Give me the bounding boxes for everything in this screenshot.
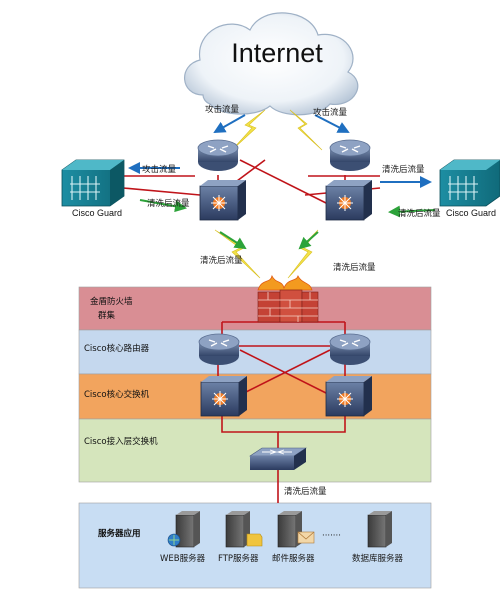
server-db [367,511,392,548]
guard-right-label: Cisco Guard [446,208,496,218]
server-ftp-label: FTP服务器 [218,553,259,564]
cloud-title: Internet [231,38,323,68]
core-switch-right [325,376,372,417]
band-access-switch-label: Cisco接入层交换机 [84,436,158,447]
servers-ellipsis: ······· [322,531,341,541]
server-web [167,511,200,548]
server-db-label: 数据库服务器 [352,553,404,564]
edge-switch-left [199,180,246,221]
server-mail-label: 邮件服务器 [272,553,315,564]
band-core-switch [78,373,432,420]
attack-arrows [128,114,432,188]
flow-clean-down-left: 清洗后流量 [200,255,243,266]
band-access-switch [78,418,432,483]
cisco-guard-right: Cisco Guard [439,159,500,218]
flow-clean-guard-left: 清洗后流量 [147,198,190,209]
cleaned-arrows [139,199,436,250]
server-web-label: WEB服务器 [160,553,206,564]
band-firewall-label-2: 群集 [98,310,116,321]
band-firewall-label-1: 金盾防火墙 [90,296,133,307]
flow-attack-left: 攻击流量 [205,104,240,115]
band-core-router [78,329,432,375]
band-servers-label: 服务器应用 [98,528,141,539]
flow-attack-right: 攻击流量 [313,107,348,118]
flow-clean-down-right: 清洗后流量 [333,262,376,273]
guard-left-label: Cisco Guard [72,208,122,218]
edge-router-right [329,139,371,171]
flow-attack-guard-left: 攻击流量 [142,164,177,175]
edge-switch-right [325,180,372,221]
server-ftp [225,511,263,548]
edge-router-left [197,139,239,171]
internet-cloud: Internet [184,12,359,116]
band-core-router-label: Cisco核心路由器 [84,343,150,354]
server-mail [277,511,315,548]
firewall-cluster-icon [257,274,319,323]
band-firewall [78,286,432,331]
flow-clean-guard-right-bottom: 清洗后流量 [398,208,441,219]
cisco-guard-left: Cisco Guard [61,159,125,218]
band-core-switch-label: Cisco核心交换机 [84,389,150,400]
core-switch-left [200,376,247,417]
core-router-left [198,333,240,365]
flow-clean-guard-right-top: 清洗后流量 [382,164,425,175]
access-switch [249,447,307,470]
flow-clean-access: 清洗后流量 [284,486,327,497]
core-router-right [329,333,371,365]
